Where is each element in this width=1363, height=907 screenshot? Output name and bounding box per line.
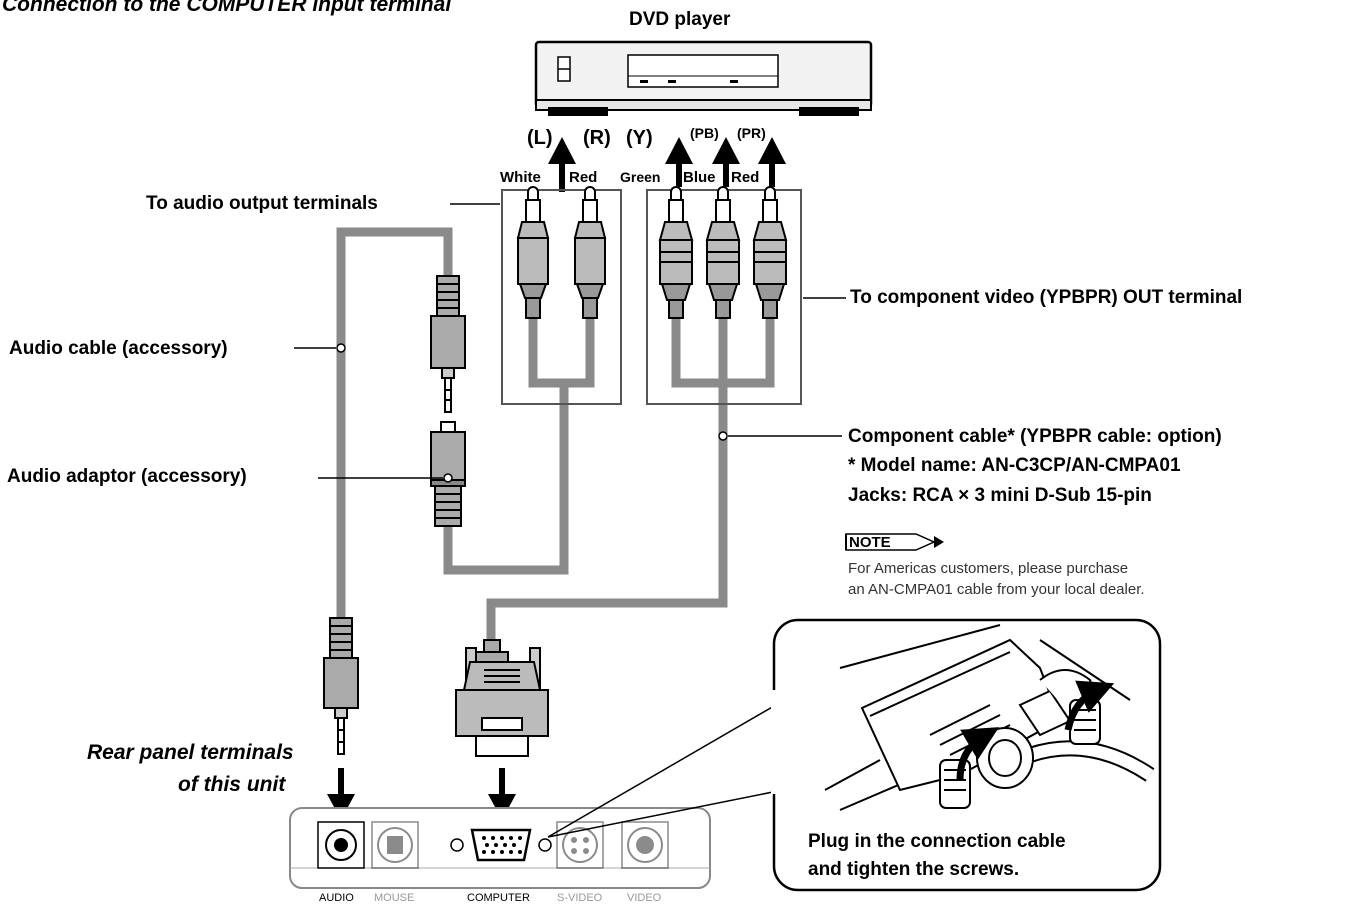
rca-plug-red [573,186,607,319]
mouse-port [371,821,419,869]
s-video-port [556,821,604,869]
jacks-label: Jacks: RCA × 3 mini D-Sub 15-pin [848,485,1152,506]
audio-jack[interactable] [317,821,365,869]
cable-color-red-video: Red [731,169,760,186]
rear-panel-label-2: of this unit [178,773,286,796]
audio-left-label: (L) [527,127,553,149]
terminal-label-audio: AUDIO [319,892,354,904]
callout-text-line-1: Plug in the connection cable [808,831,1066,852]
cables [336,227,775,642]
output-arrows [548,137,786,192]
note-text-line-1: For Americas customers, please purchase [848,560,1129,577]
cable-color-red: Red [569,169,598,186]
note-badge-label: NOTE [849,534,891,551]
video-y-label: (Y) [626,127,653,149]
rear-panel [289,807,711,889]
audio-cable-label: Audio cable (accessory) [9,338,228,359]
note-text-line-2: an AN-CMPA01 cable from your local deale… [848,581,1145,598]
component-cable-label: Component cable* (YPBPR cable: option) [848,426,1222,447]
model-name-label: * Model name: AN-C3CP/AN-CMPA01 [848,455,1181,476]
audio-right-label: (R) [583,127,611,149]
rca-plug-blue [705,186,741,319]
audio-connector-box [501,189,622,405]
dvd-player-label: DVD player [629,9,731,30]
rca-plug-white [516,186,550,319]
audio-output-label: To audio output terminals [146,193,378,214]
terminal-label-s-video: S-VIDEO [557,892,603,904]
video-port [621,821,669,869]
page-heading: Connection to the COMPUTER input termina… [2,0,452,16]
rca-plugs [516,186,788,319]
audio-adaptor-icon [430,421,466,527]
callout-text-line-2: and tighten the screws. [808,859,1020,880]
audio-mini-plug-lower [323,617,359,755]
audio-mini-plug-upper [430,275,466,413]
callout-zoom [547,618,1162,892]
note-badge [845,533,944,551]
cable-color-blue: Blue [683,169,716,186]
terminal-label-video: VIDEO [627,892,662,904]
leader-lines [294,203,846,483]
audio-adaptor-label: Audio adaptor (accessory) [7,466,247,487]
vga-plug-icon [455,639,549,757]
computer-port[interactable] [450,828,552,862]
rear-panel-label-1: Rear panel terminals [87,741,294,764]
rca-plug-green [658,186,694,319]
video-pr-label: (PR) [737,125,766,141]
dvd-player-icon [534,40,873,116]
cable-color-white: White [500,169,541,186]
terminal-label-computer: COMPUTER [467,892,530,904]
rca-plug-red-video [752,186,788,319]
component-out-label: To component video (YPBPR) OUT terminal [850,287,1243,308]
cable-color-green: Green [620,169,661,185]
terminal-label-mouse: MOUSE [374,892,415,904]
video-pb-label: (PB) [690,125,719,141]
